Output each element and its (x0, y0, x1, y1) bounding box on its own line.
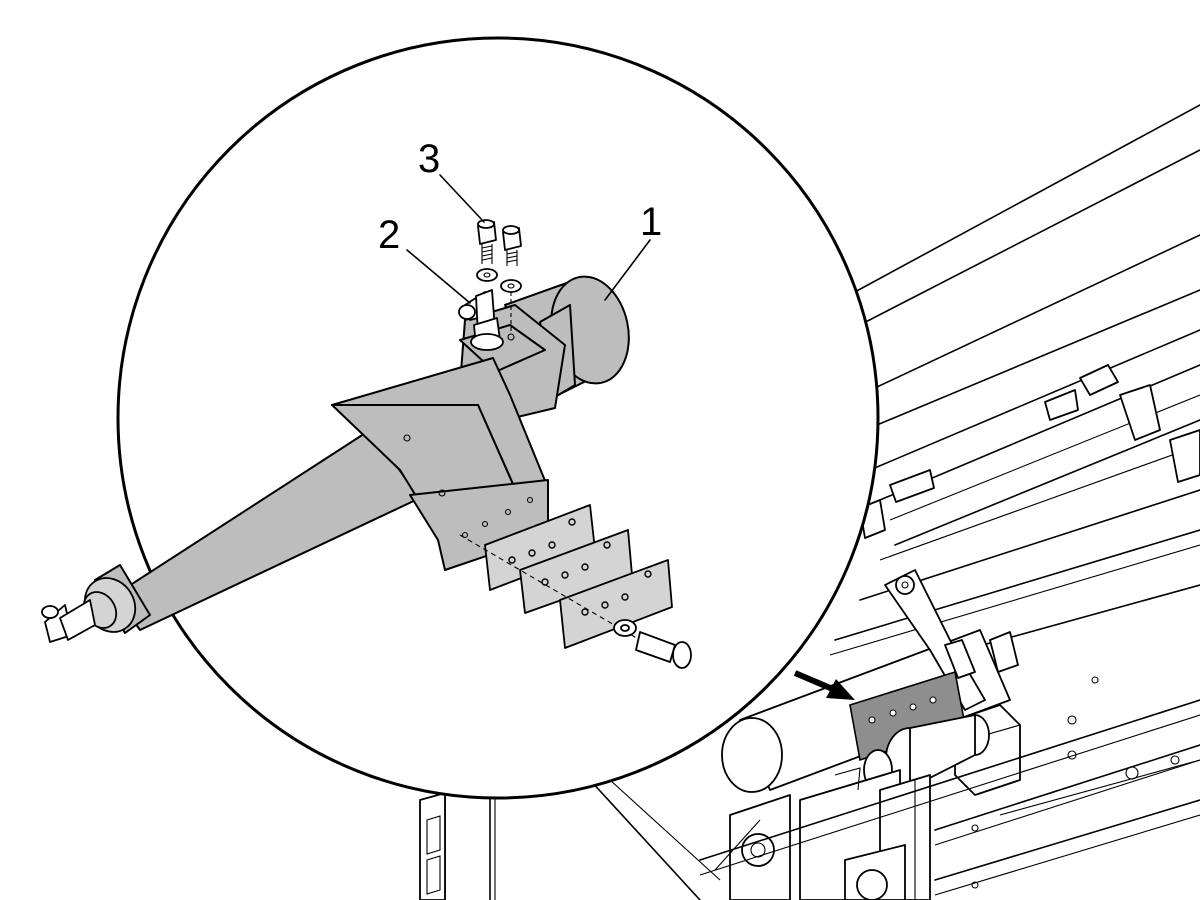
left-fitting (41, 599, 96, 643)
machine-frame (419, 104, 1200, 900)
mount-bracket (331, 357, 549, 571)
callout-2: 2 (378, 213, 471, 304)
callout-3: 3 (418, 137, 485, 223)
elbow-fitting (458, 289, 504, 351)
shim-plates (459, 504, 673, 649)
callout-1: 1 (604, 200, 662, 301)
callout-label-1: 1 (640, 200, 662, 244)
cap-screws (476, 219, 522, 341)
direction-arrow (793, 670, 855, 700)
callout-label-3: 3 (418, 137, 440, 181)
callout-label-2: 2 (378, 213, 400, 257)
bolt-lower (613, 619, 692, 669)
